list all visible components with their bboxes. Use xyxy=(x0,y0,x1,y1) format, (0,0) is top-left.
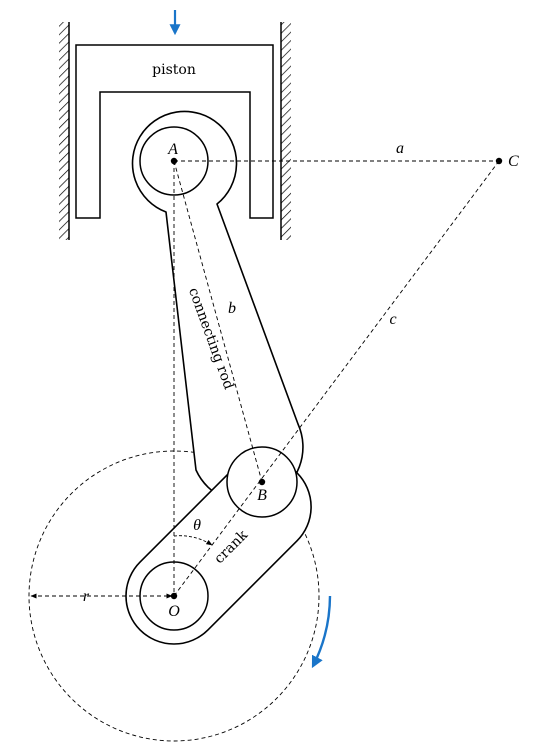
theta-label: θ xyxy=(193,517,201,534)
point-c-dot xyxy=(495,157,503,165)
point-b-dot xyxy=(258,478,266,486)
right-wall-hatch xyxy=(281,22,291,240)
piston-label: piston xyxy=(152,62,196,78)
length-c-label: c xyxy=(389,311,396,328)
point-o-label: O xyxy=(168,603,180,620)
crank-circle xyxy=(28,450,320,742)
length-b-label: b xyxy=(228,300,236,317)
point-b-label: B xyxy=(257,487,267,504)
construction-lines xyxy=(173,160,500,597)
point-o-dot xyxy=(170,592,178,600)
length-a-label: a xyxy=(396,140,404,157)
point-a-label: A xyxy=(167,141,178,158)
point-c-label: C xyxy=(508,153,519,170)
theta-angle-arc xyxy=(173,535,213,546)
piston-body xyxy=(75,44,274,219)
radius-label: r xyxy=(83,588,90,605)
cylinder-walls xyxy=(59,22,291,240)
left-wall-hatch xyxy=(59,22,69,240)
point-a-dot xyxy=(170,157,178,165)
curved-arrow-icon xyxy=(311,595,332,669)
